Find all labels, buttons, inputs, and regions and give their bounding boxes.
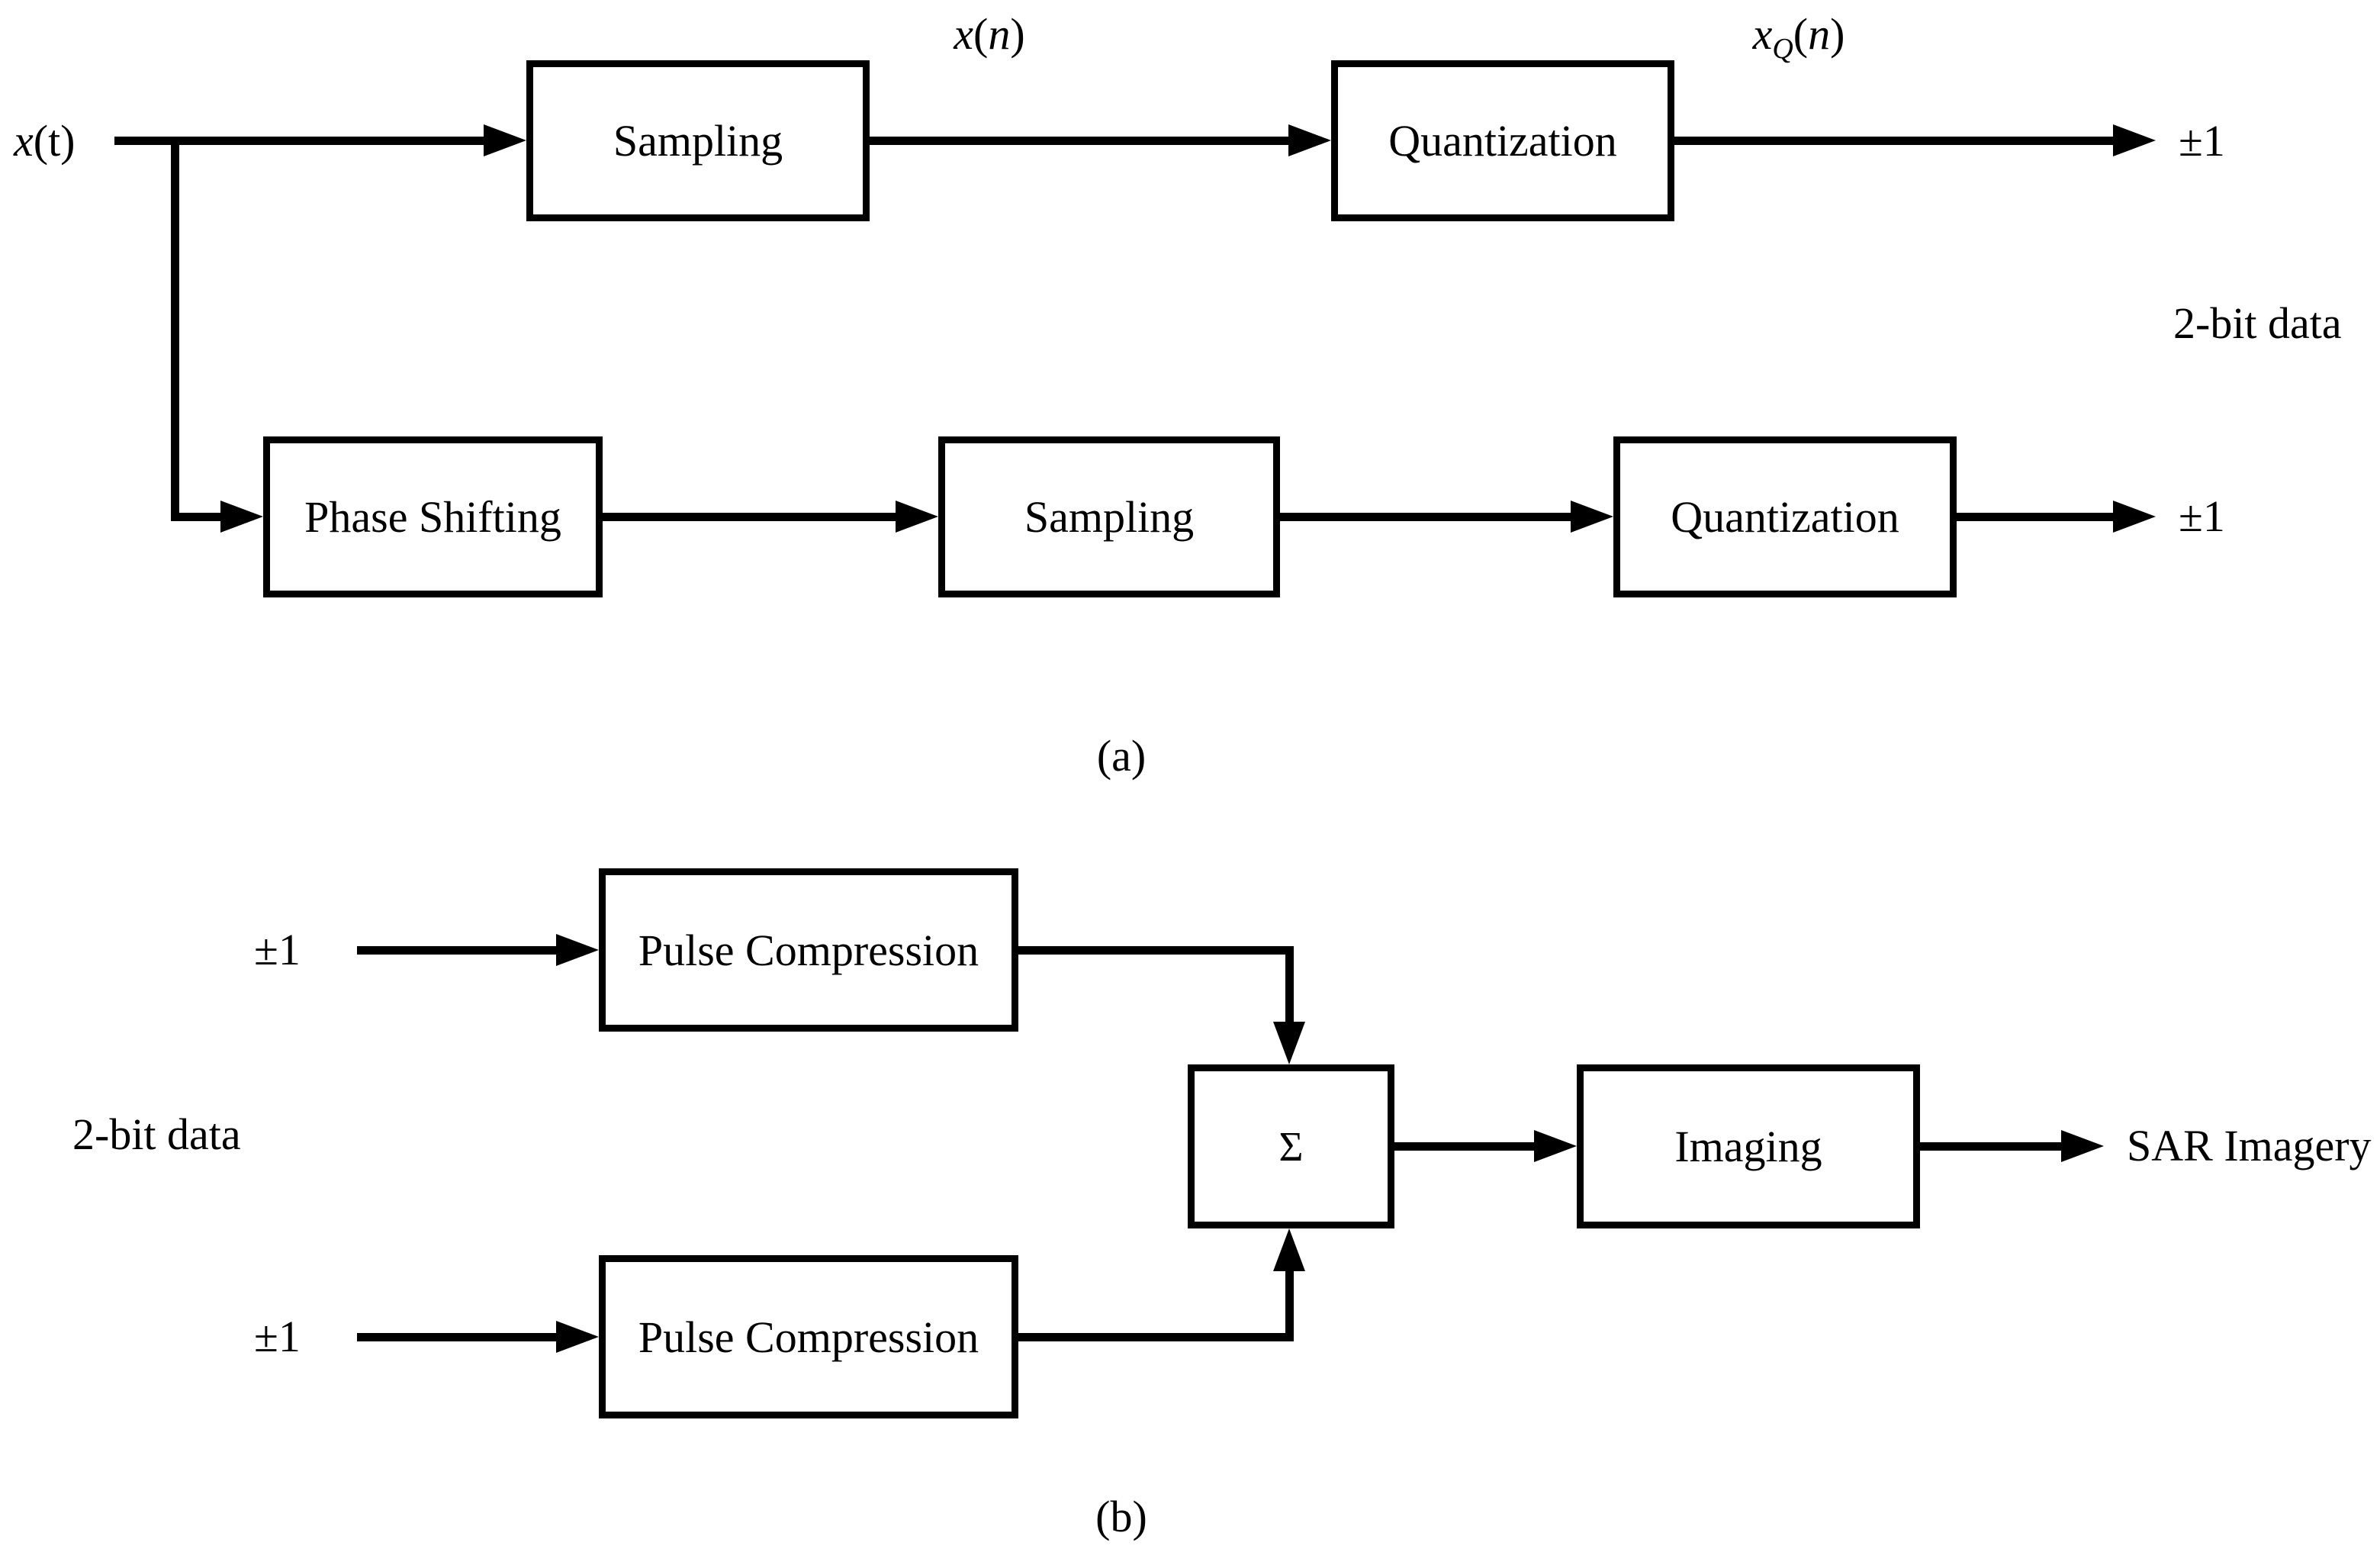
caption-part-a: (a) (1096, 731, 1147, 781)
arrowhead-into-quantization-top (1288, 124, 1331, 156)
line-pulse-compression-bottom-to-corner (1018, 1333, 1294, 1341)
box-sampling-top-label: Sampling (613, 116, 783, 166)
input-label-bottom: ±1 (254, 1312, 301, 1361)
arrowhead-into-sampling-bottom (896, 501, 938, 533)
box-pulse-compression-top-label: Pulse Compression (638, 925, 979, 975)
signal-label-xt-var: x (14, 116, 34, 166)
box-imaging: Imaging (1577, 1064, 1920, 1228)
box-sampling-bottom: Sampling (938, 436, 1280, 597)
line-quantization-to-output-top (1674, 137, 2113, 145)
box-sampling-bottom-label: Sampling (1024, 492, 1195, 542)
box-quantization-top: Quantization (1331, 60, 1674, 221)
arrowhead-into-sum-bottom (1273, 1228, 1305, 1271)
signal-label-xq-open: ( (1793, 9, 1809, 59)
line-quantization-to-output-bottom (1957, 513, 2113, 521)
branch-line-horizontal (171, 513, 221, 521)
box-quantization-bottom: Quantization (1613, 436, 1957, 597)
line-corner-up-to-sum (1285, 1271, 1294, 1337)
output-label-top: ±1 (2179, 116, 2225, 166)
box-pulse-compression-bottom: Pulse Compression (599, 1255, 1018, 1418)
output-label-sar-imagery: SAR Imagery (2127, 1121, 2372, 1170)
line-corner-down-to-sum (1285, 946, 1294, 1024)
box-phase-shifting-label: Phase Shifting (304, 492, 561, 542)
signal-label-xn-close: ) (1010, 9, 1025, 59)
signal-label-xn-open: ( (973, 9, 989, 59)
arrowhead-into-phase-shifting (220, 501, 263, 533)
signal-label-xq-var: x (1752, 9, 1773, 59)
arrowhead-output-top (2113, 124, 2156, 156)
arrowhead-into-pulse-compression-bottom (556, 1321, 599, 1353)
signal-label-xt: x(t) (14, 114, 76, 168)
line-sampling-to-quantization-top (870, 137, 1289, 145)
signal-label-xn-var: x (954, 9, 974, 59)
arrowhead-into-quantization-bottom (1571, 501, 1613, 533)
arrowhead-into-sum-top (1273, 1022, 1305, 1064)
box-pulse-compression-top: Pulse Compression (599, 868, 1018, 1032)
line-sampling-to-quantization-bottom (1280, 513, 1571, 521)
line-sum-to-imaging (1394, 1142, 1536, 1151)
arrowhead-into-sampling-top (484, 124, 526, 156)
signal-label-xq-arg: n (1808, 9, 1831, 59)
signal-label-xq-subscript: Q (1772, 33, 1793, 65)
caption-part-b: (b) (1095, 1492, 1147, 1541)
signal-label-xq: xQ(n) (1707, 8, 1890, 76)
sum-symbol: Σ (1278, 1123, 1304, 1170)
signal-label-xq-close: ) (1830, 9, 1845, 59)
signal-label-xt-args: (t) (33, 116, 76, 166)
line-input-to-pulse-compression-top (357, 946, 557, 955)
line-phase-to-sampling (603, 513, 896, 521)
box-quantization-top-label: Quantization (1388, 116, 1617, 166)
signal-label-xn-arg: n (988, 9, 1011, 59)
box-phase-shifting: Phase Shifting (263, 436, 603, 597)
line-input-to-pulse-compression-bottom (357, 1333, 557, 1341)
arrowhead-output-sar (2061, 1130, 2104, 1162)
input-label-top: ±1 (254, 925, 301, 974)
arrowhead-output-bottom (2113, 501, 2156, 533)
box-imaging-label: Imaging (1674, 1122, 1822, 1171)
arrowhead-into-imaging (1534, 1130, 1577, 1162)
data-note-part-b: 2-bit data (72, 1109, 241, 1159)
line-xt-to-sampling (114, 137, 485, 145)
line-pulse-compression-top-to-corner (1018, 946, 1294, 955)
box-sum: Σ (1188, 1064, 1394, 1228)
box-pulse-compression-bottom-label: Pulse Compression (638, 1312, 979, 1362)
branch-line-vertical (171, 137, 179, 517)
output-label-bottom: ±1 (2179, 491, 2225, 541)
box-quantization-bottom-label: Quantization (1671, 492, 1899, 542)
data-note-part-a: 2-bit data (2173, 298, 2342, 348)
line-imaging-to-output (1920, 1142, 2062, 1151)
box-sampling-top: Sampling (526, 60, 870, 221)
signal-label-xn: x(n) (905, 8, 1073, 61)
arrowhead-into-pulse-compression-top (556, 934, 599, 966)
